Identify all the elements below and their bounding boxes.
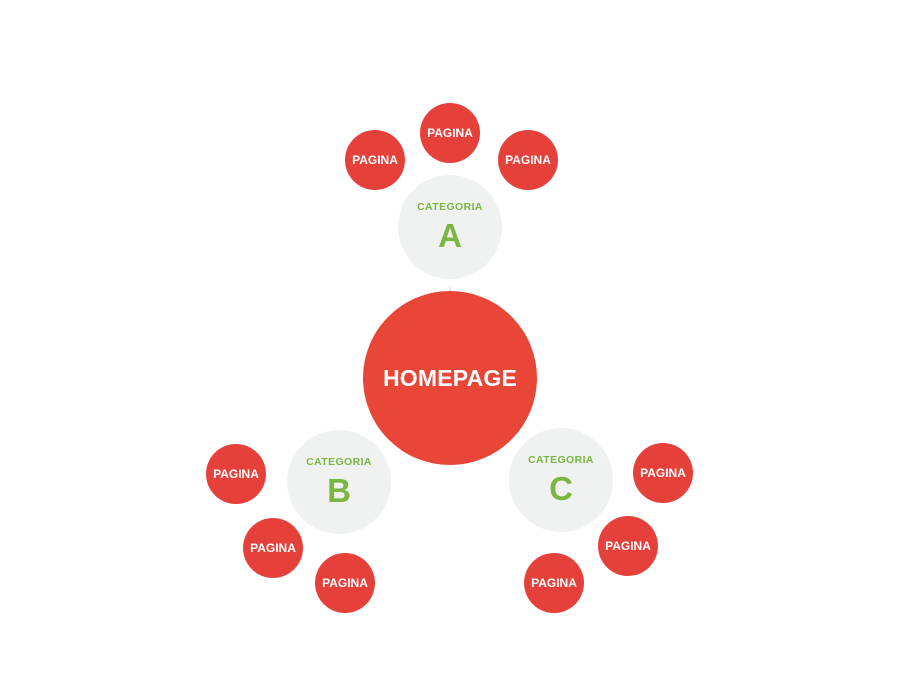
- category-c-page-1[interactable]: PAGINA: [633, 443, 693, 503]
- category-a-node[interactable]: CATEGORIA A: [398, 175, 502, 279]
- category-b-page-2[interactable]: PAGINA: [243, 518, 303, 578]
- page-label: PAGINA: [640, 466, 686, 480]
- page-label: PAGINA: [213, 467, 259, 481]
- homepage-label: HOMEPAGE: [382, 364, 518, 391]
- page-label: PAGINA: [322, 576, 368, 590]
- category-c-node[interactable]: CATEGORIA C: [509, 428, 613, 532]
- category-c-page-2[interactable]: PAGINA: [598, 516, 658, 576]
- category-b-caption: CATEGORIA: [306, 455, 372, 468]
- category-a-caption: CATEGORIA: [417, 200, 483, 213]
- category-b-page-3[interactable]: PAGINA: [315, 553, 375, 613]
- category-a-page-3[interactable]: PAGINA: [498, 130, 558, 190]
- page-label: PAGINA: [531, 576, 577, 590]
- page-label: PAGINA: [505, 153, 551, 167]
- page-label: PAGINA: [605, 539, 651, 553]
- homepage-node[interactable]: HOMEPAGE: [363, 291, 537, 465]
- category-b-letter: B: [327, 472, 351, 510]
- page-label: PAGINA: [250, 541, 296, 555]
- category-c-letter: C: [549, 470, 573, 508]
- category-a-page-2[interactable]: PAGINA: [420, 103, 480, 163]
- category-a-page-1[interactable]: PAGINA: [345, 130, 405, 190]
- category-b-page-1[interactable]: PAGINA: [206, 444, 266, 504]
- category-c-caption: CATEGORIA: [528, 453, 594, 466]
- category-b-node[interactable]: CATEGORIA B: [287, 430, 391, 534]
- category-a-letter: A: [438, 217, 462, 255]
- page-label: PAGINA: [352, 153, 398, 167]
- category-c-page-3[interactable]: PAGINA: [524, 553, 584, 613]
- page-label: PAGINA: [427, 126, 473, 140]
- connector-tick-a: [449, 287, 451, 291]
